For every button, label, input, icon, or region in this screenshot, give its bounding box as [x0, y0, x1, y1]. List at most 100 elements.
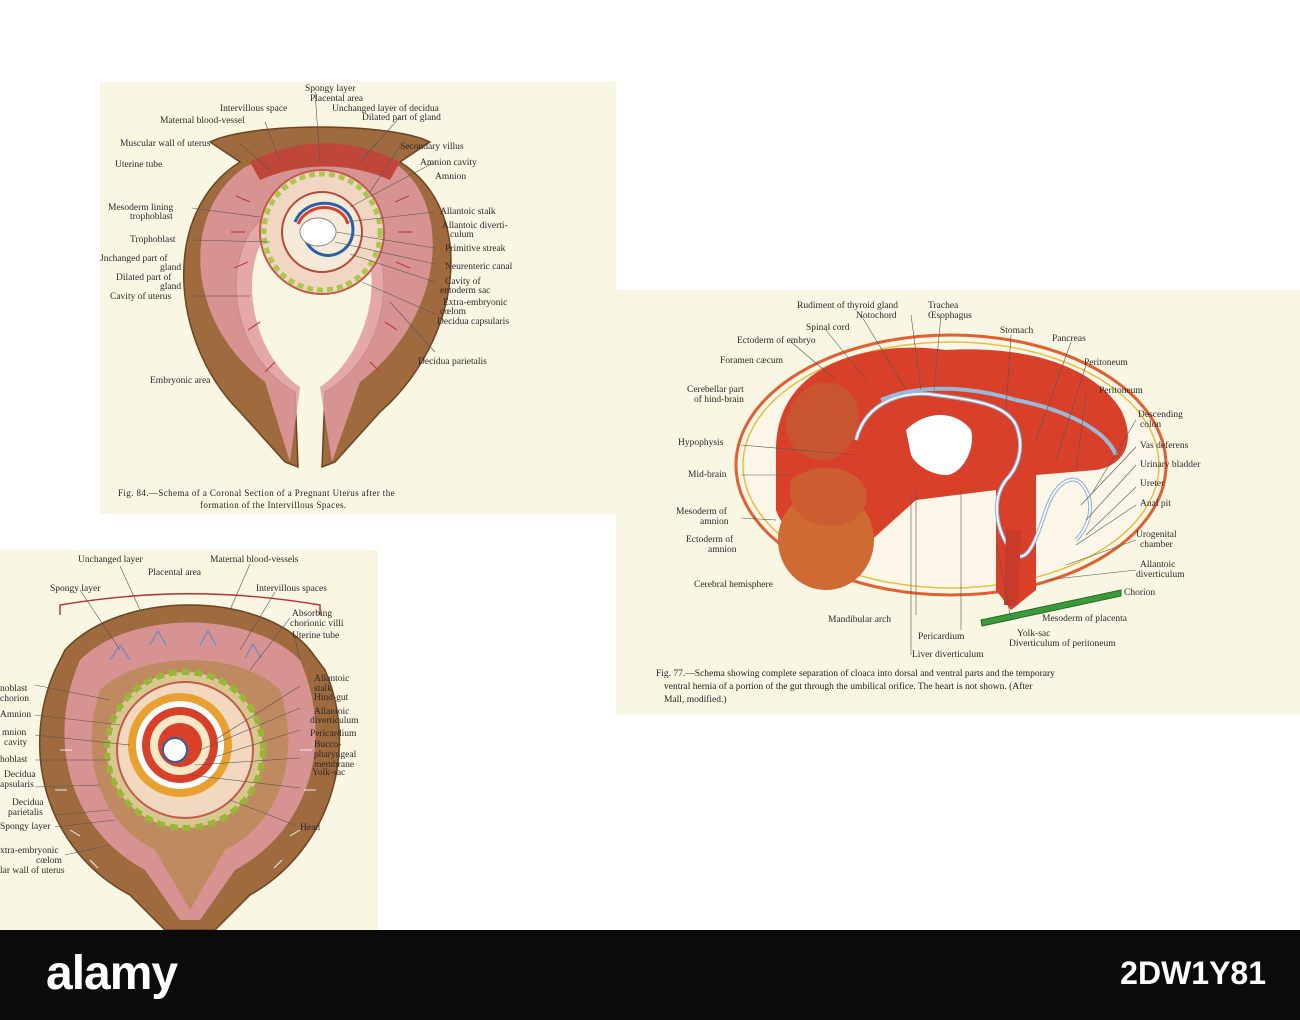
label-spongy-layer: Spongy layer	[305, 84, 356, 94]
label-decidua-parietalis: Decidua	[12, 798, 44, 808]
label-allantoic-div-2: diverticulum	[310, 716, 359, 726]
label-mesoderm-amnion: Mesoderm of	[676, 507, 727, 517]
label-cavity-entoderm-2: entoderm sac	[440, 286, 491, 296]
label-descending-colon-2: colon	[1140, 420, 1162, 430]
label-extra-embryonic: xtra-embryonic	[0, 846, 59, 856]
label-cerebellar-part: Cerebellar part	[687, 385, 744, 395]
label-mandibular-arch: Mandibular arch	[828, 615, 892, 625]
label-allantoic-stalk: Allantoic	[314, 674, 350, 684]
label-chorion: Chorion	[1124, 588, 1156, 598]
label-amnion-cavity: Amnion cavity	[420, 158, 477, 168]
label-allantoic-diverticulum: Allantoic diverti-	[442, 221, 508, 231]
label-placental-area: Placental area	[148, 568, 202, 578]
fig77-caption-line1: Fig. 77.—Schema showing complete separat…	[656, 669, 1055, 679]
label-noblast-2: chorion	[0, 694, 30, 704]
fig77-illustration	[734, 314, 1168, 655]
fig77-caption-line3: Mall, modified.)	[664, 695, 727, 705]
label-absorbing-villi: Absorbing	[292, 609, 333, 619]
label-urogenital-chamber-2: chamber	[1140, 540, 1173, 550]
label-ectoderm-embryo: Ectoderm of embryo	[737, 336, 816, 346]
label-bucco-pharyngeal-3: membrane	[314, 760, 355, 770]
label-noblast: noblast	[0, 684, 28, 694]
label-decidua-capsularis-2: apsularis	[0, 780, 34, 790]
fig84-illustration	[183, 91, 452, 469]
watermark-footer	[0, 930, 1300, 1020]
label-extra-embryonic-2: cœlom	[36, 856, 62, 866]
label-allantoic-diverticulum: Allantoic	[1140, 560, 1176, 570]
label-allantoic-div: Allantoic	[314, 707, 350, 717]
label-stomach: Stomach	[1000, 326, 1034, 336]
label-mesoderm-lining: Mesoderm lining	[108, 203, 174, 213]
lower-figure-illustration	[34, 563, 341, 930]
label-extra-embryonic: Extra-embryonic	[443, 298, 508, 308]
label-embryonic-area: Embryonic area	[150, 376, 211, 386]
label-trachea: Trachea	[928, 301, 959, 311]
label-maternal-blood-vessel: Maternal blood-vessel	[160, 116, 245, 126]
label-unchanged-part-2: gland	[160, 263, 182, 273]
label-decidua-capsularis: Decidua capsularis	[437, 317, 510, 327]
label-secondary-villus: Secondary villus	[400, 142, 464, 152]
lower-figure-plate: Unchanged layer Maternal blood-vessels P…	[0, 550, 378, 930]
label-pericardium: Pericardium	[310, 729, 357, 739]
label-amnion-cavity-2: cavity	[4, 738, 28, 748]
label-mesoderm-placenta: Mesoderm of placenta	[1042, 614, 1127, 624]
label-decidua-parietalis: Decidua parietalis	[418, 357, 487, 367]
label-anal-pit: Anal pit	[1140, 499, 1171, 509]
label-trophoblast: Trophoblast	[130, 235, 176, 245]
label-uterine-tube: Uterine tube	[115, 160, 163, 170]
label-ectoderm-amnion-2: amnion	[708, 545, 737, 555]
label-yolk-sac: Yolk-sac	[312, 768, 346, 778]
label-cerebral-hemisphere: Cerebral hemisphere	[694, 580, 773, 590]
label-hoblast: hoblast	[0, 755, 28, 765]
label-muscular-wall: lar wall of uterus	[0, 866, 65, 876]
label-notochord: Notochord	[856, 311, 897, 321]
label-cerebellar-part-2: of hind-brain	[694, 395, 744, 405]
label-intervillous-space: Intervillous space	[220, 104, 288, 114]
label-cavity-uterus: Cavity of uterus	[110, 292, 172, 302]
label-uterine-tube: Uterine tube	[292, 631, 340, 641]
label-dilated-part-2: gland	[160, 282, 182, 292]
label-spongy-layer: Spongy layer	[50, 584, 101, 594]
label-primitive-streak: Primitive streak	[445, 244, 506, 254]
label-amnion: Amnion	[435, 172, 467, 182]
label-unchanged-part: Jnchanged part of	[100, 254, 168, 264]
label-hypophysis: Hypophysis	[678, 438, 724, 448]
label-pancreas: Pancreas	[1052, 334, 1086, 344]
label-muscular-wall: Muscular wall of uterus	[120, 139, 211, 149]
label-urinary-bladder: Urinary bladder	[1140, 460, 1201, 470]
fig84-caption-line2: formation of the Intervillous Spaces.	[200, 500, 347, 510]
label-dilated-part-gland: Dilated part of gland	[362, 113, 441, 123]
alamy-logo: alamy	[46, 947, 178, 1000]
fig84-caption-line1: Fig. 84.—Schema of a Coronal Section of …	[118, 488, 395, 498]
label-amnion: Amnion	[0, 710, 32, 720]
label-decidua-parietalis-2: parietalis	[8, 808, 43, 818]
label-vas-deferens: Vas deferens	[1140, 441, 1189, 451]
label-pericardium: Pericardium	[918, 632, 965, 642]
label-maternal-blood-vessels: Maternal blood-vessels	[210, 555, 299, 565]
fig84-plate: Spongy layer Placental area Intervillous…	[100, 82, 616, 514]
label-diverticulum-peritoneum: Diverticulum of peritoneum	[1009, 639, 1116, 649]
label-allantoic-diverticulum-2: diverticulum	[1136, 570, 1185, 580]
fig77-caption-line2: ventral hernia of a portion of the gut t…	[664, 682, 1033, 692]
label-ureter: Ureter	[1140, 479, 1165, 489]
label-peritoneum-2: Peritoneum	[1099, 386, 1143, 396]
label-spongy-layer-2: Spongy layer	[0, 822, 51, 832]
fig77-plate: Rudiment of thyroid gland Trachea Notoch…	[616, 290, 1300, 715]
label-dilated-part: Dilated part of	[116, 273, 172, 283]
label-yolk-sac: Yolk-sac	[1017, 629, 1051, 639]
label-spinal-cord: Spinal cord	[806, 323, 850, 333]
label-allantoic-stalk-2: stalk	[314, 684, 332, 694]
label-mesoderm-amnion-2: amnion	[700, 517, 729, 527]
image-id: 2DW1Y81	[1120, 955, 1266, 991]
label-cavity-entoderm: Cavity of	[445, 277, 481, 287]
label-peritoneum-1: Peritoneum	[1084, 358, 1128, 368]
label-unchanged-layer-decidua: Unchanged layer of decidua	[332, 104, 439, 114]
label-allantoic-diverticulum-2: culum	[450, 230, 474, 240]
label-urogenital-chamber: Urogenital	[1136, 530, 1177, 540]
label-absorbing-villi-2: chorionic villi	[290, 619, 344, 629]
label-rudiment-thyroid: Rudiment of thyroid gland	[797, 301, 899, 311]
label-hind-gut: Hind-gut	[314, 693, 349, 703]
label-mesoderm-lining-2: trophoblast	[130, 212, 173, 222]
label-placental-area: Placental area	[310, 94, 364, 104]
label-unchanged-layer: Unchanged layer	[78, 555, 143, 565]
